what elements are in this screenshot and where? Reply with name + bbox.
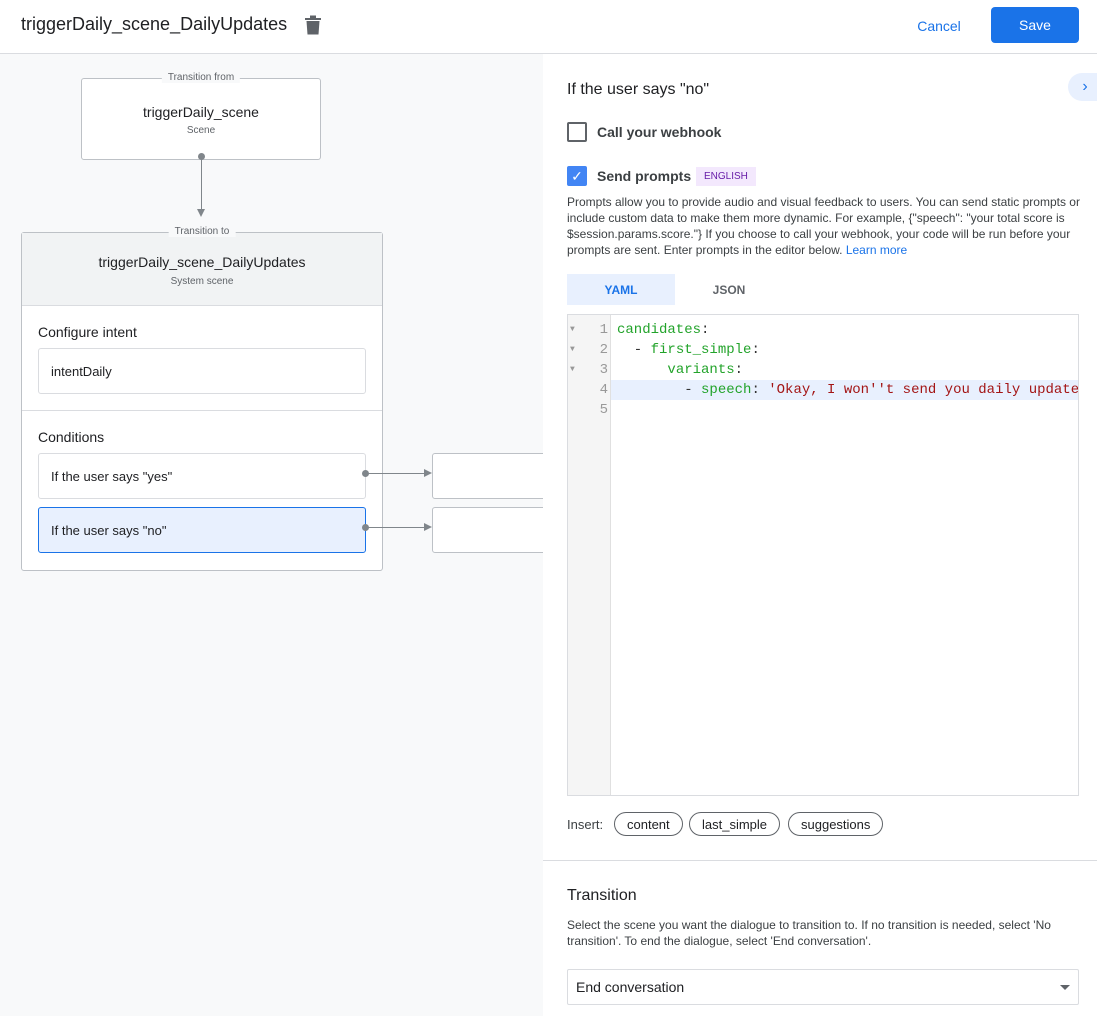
condition-no[interactable]: If the user says "no" — [38, 507, 366, 553]
transition-from-node[interactable]: Transition from triggerDaily_scene Scene — [81, 72, 321, 160]
connector-line — [201, 157, 202, 211]
chevron-right-icon: › — [1082, 78, 1088, 95]
active-line-highlight — [611, 380, 1078, 400]
save-button[interactable]: Save — [991, 7, 1079, 43]
learn-more-link[interactable]: Learn more — [845, 243, 908, 257]
code-line: candidates: — [617, 322, 710, 338]
webhook-checkbox[interactable] — [567, 122, 587, 142]
condition-panel: If the user says "no" › Call your webhoo… — [543, 54, 1097, 1016]
transition-select-value: End conversation — [576, 979, 685, 995]
dropdown-arrow-icon — [1060, 985, 1070, 990]
transition-to-node: Transition to triggerDaily_scene_DailyUp… — [21, 226, 383, 571]
panel-title: If the user says "no" — [567, 81, 710, 98]
insert-last-simple-chip[interactable]: last_simple — [689, 812, 781, 836]
divider — [22, 410, 382, 411]
connector-line — [368, 473, 426, 474]
scene-title: triggerDaily_scene_DailyUpdates — [21, 14, 288, 34]
fold-arrow-icon: ▼ — [570, 325, 575, 334]
fold-arrow-icon: ▼ — [570, 365, 575, 374]
send-prompts-label: Send prompts — [597, 168, 692, 184]
transition-to-label: Transition to — [168, 226, 236, 237]
insert-suggestions-chip[interactable]: suggestions — [788, 812, 884, 836]
tab-json[interactable]: JSON — [712, 282, 746, 297]
code-content: candidates: - first_simple: variants: - … — [617, 320, 1079, 420]
no-target-node[interactable] — [432, 507, 543, 553]
conditions-heading: Conditions — [38, 429, 105, 445]
check-icon: ✓ — [571, 167, 583, 184]
insert-content-chip[interactable]: content — [614, 812, 683, 836]
connector-dot — [198, 153, 205, 160]
from-scene-title: triggerDaily_scene — [143, 104, 259, 120]
intent-field[interactable]: intentDaily — [38, 348, 366, 394]
transition-heading: Transition — [567, 887, 637, 904]
transition-description: Select the scene you want the dialogue t… — [567, 918, 1051, 948]
line-number: ▼3 — [570, 362, 608, 378]
divider — [543, 860, 1097, 861]
trash-icon[interactable] — [304, 15, 322, 35]
code-editor[interactable]: ▼1 ▼2 ▼3 4 5 candidates: - first_simple: var… — [567, 314, 1079, 796]
language-badge: ENGLISH — [696, 167, 756, 186]
connector-line — [368, 527, 426, 528]
collapse-panel-button[interactable]: › — [1068, 73, 1097, 101]
line-number: ▼2 — [570, 342, 608, 358]
send-prompts-checkbox[interactable]: ✓ — [567, 166, 587, 186]
to-scene-type: System scene — [170, 276, 234, 287]
insert-label: Insert: — [567, 817, 604, 832]
line-number: 4 — [599, 382, 608, 398]
flow-canvas: Transition from triggerDaily_scene Scene… — [0, 54, 543, 1016]
connector-dot — [362, 524, 369, 531]
fold-arrow-icon: ▼ — [570, 345, 575, 354]
code-line: - first_simple: — [617, 342, 760, 358]
node-header[interactable] — [22, 233, 382, 306]
configure-intent-heading: Configure intent — [38, 324, 137, 340]
yes-target-node[interactable] — [432, 453, 543, 499]
arrow-down-icon — [197, 209, 205, 217]
condition-yes[interactable]: If the user says "yes" — [38, 453, 366, 499]
line-number: 5 — [599, 402, 608, 418]
editor-gutter — [568, 315, 611, 795]
prompts-description: Prompts allow you to provide audio and v… — [567, 194, 1081, 258]
description-text: Prompts allow you to provide audio and v… — [567, 195, 1080, 257]
code-line — [617, 400, 1078, 420]
line-number: ▼1 — [570, 322, 608, 338]
transition-from-label: Transition from — [161, 72, 241, 83]
code-line: - speech: 'Okay, I won''t send you daily… — [617, 382, 1079, 398]
connector-dot — [362, 470, 369, 477]
cancel-button[interactable]: Cancel — [917, 18, 961, 34]
line-numbers: ▼1 ▼2 ▼3 4 5 — [568, 320, 608, 420]
arrow-right-icon — [424, 523, 432, 531]
arrow-right-icon — [424, 469, 432, 477]
transition-select[interactable]: End conversation — [567, 969, 1079, 1005]
from-scene-type: Scene — [186, 125, 216, 136]
tab-yaml[interactable]: YAML — [567, 274, 675, 305]
top-bar: triggerDaily_scene_DailyUpdates Cancel S… — [0, 0, 1097, 54]
code-line: variants: — [667, 362, 744, 378]
to-scene-title: triggerDaily_scene_DailyUpdates — [98, 254, 306, 270]
webhook-label: Call your webhook — [597, 124, 722, 140]
